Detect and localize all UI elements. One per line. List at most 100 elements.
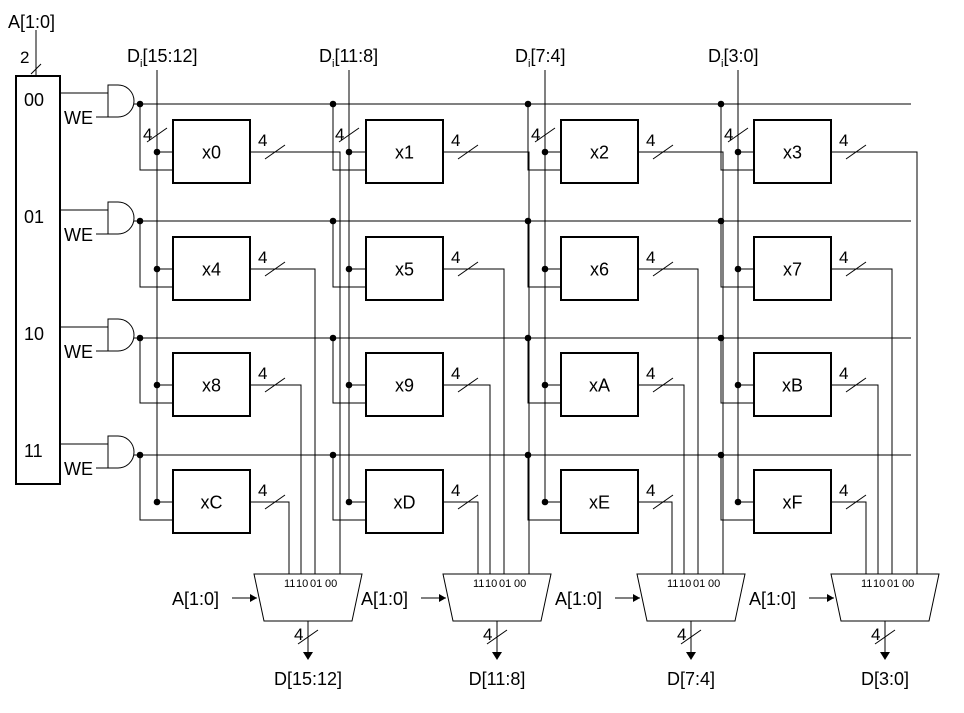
- enable-to-register: [527, 455, 561, 521]
- data-out-label: D[11:8]: [469, 669, 526, 689]
- register-output-line: [443, 268, 505, 574]
- output-width-label: 4: [451, 364, 460, 383]
- register-output-line: [638, 384, 685, 574]
- mux-input-label: 11: [284, 578, 295, 590]
- enable-to-register: [332, 455, 366, 521]
- arrow-head: [250, 594, 257, 602]
- mux-input-label: 10: [873, 578, 885, 590]
- we-label: WE: [64, 342, 93, 362]
- mux-input-label: 11: [473, 578, 484, 590]
- mux-select-label: A[1:0]: [361, 589, 408, 609]
- enable-to-register: [332, 221, 366, 288]
- decoder-output-label: 11: [24, 441, 43, 461]
- data-in-label: Di[7:4]: [515, 46, 565, 70]
- mux-input-label: 00: [902, 578, 914, 590]
- enable-to-register: [139, 104, 173, 171]
- mux-select-label: A[1:0]: [555, 589, 602, 609]
- register-output-line: [831, 501, 867, 574]
- register-label: x5: [395, 260, 414, 280]
- output-width-slash: [845, 377, 867, 393]
- register-label: x9: [395, 376, 414, 396]
- mux-output-width-slash: [297, 629, 319, 645]
- register-output-line: [250, 501, 290, 574]
- register-box: [560, 352, 639, 417]
- mux-select-label: A[1:0]: [172, 589, 219, 609]
- output-width-slash: [457, 261, 479, 277]
- register-output-line: [250, 384, 302, 574]
- output-width-slash: [652, 144, 674, 160]
- output-width-slash: [845, 494, 867, 510]
- mux-input-label: 10: [485, 578, 497, 590]
- decoder-output-label: 01: [24, 207, 44, 227]
- data-in-width-slash: [338, 127, 360, 143]
- register-box: [365, 352, 444, 417]
- data-in-width-label: 4: [531, 125, 540, 144]
- decoder-block: [15, 75, 61, 485]
- mux-input-label: 01: [887, 578, 899, 590]
- register-box: [753, 236, 832, 301]
- output-width-label: 4: [646, 481, 655, 500]
- arrow-head: [827, 594, 834, 602]
- data-in-width-slash: [727, 127, 749, 143]
- register-output-line: [638, 268, 699, 574]
- mux-input-label: 00: [708, 578, 720, 590]
- output-width-label: 4: [451, 481, 460, 500]
- mux-input-label: 10: [296, 578, 308, 590]
- register-label: xE: [589, 493, 610, 513]
- arrow-head: [492, 652, 502, 660]
- data-out-label: D[15:12]: [274, 669, 342, 689]
- output-width-slash: [845, 261, 867, 277]
- and-gate: [107, 435, 135, 469]
- multiplexer: [636, 573, 746, 622]
- and-gate: [107, 318, 135, 352]
- output-width-label: 4: [451, 131, 460, 150]
- data-in-label: Di[15:12]: [127, 46, 198, 70]
- mux-input-label: 01: [499, 578, 511, 590]
- output-width-label: 4: [646, 131, 655, 150]
- register-box: [560, 236, 639, 301]
- output-width-label: 4: [646, 364, 655, 383]
- register-label: x6: [590, 260, 609, 280]
- output-width-slash: [264, 261, 286, 277]
- arrow-head: [303, 652, 313, 660]
- output-width-label: 4: [258, 364, 267, 383]
- mux-select-label: A[1:0]: [749, 589, 796, 609]
- mux-output-width-slash: [486, 629, 508, 645]
- register-label: xD: [394, 493, 416, 513]
- register-box: [172, 469, 251, 534]
- register-label: xF: [783, 493, 803, 513]
- output-width-label: 4: [258, 481, 267, 500]
- output-width-label: 4: [839, 481, 848, 500]
- data-out-label: D[7:4]: [667, 669, 715, 689]
- register-output-line: [831, 384, 879, 574]
- register-output-line: [638, 501, 673, 574]
- register-label: xC: [201, 493, 223, 513]
- register-label: x1: [395, 143, 414, 163]
- register-box: [753, 352, 832, 417]
- we-label: WE: [64, 459, 93, 479]
- data-in-label: Di[11:8]: [319, 46, 378, 70]
- mux-input-label: 11: [861, 578, 872, 590]
- output-width-slash: [652, 261, 674, 277]
- enable-to-register: [720, 104, 754, 171]
- enable-to-register: [332, 104, 366, 171]
- register-label: x3: [783, 143, 802, 163]
- enable-to-register: [527, 104, 561, 171]
- output-width-slash: [264, 377, 286, 393]
- enable-to-register: [527, 338, 561, 404]
- output-width-slash: [264, 144, 286, 160]
- multiplexer: [253, 573, 363, 622]
- output-width-label: 4: [258, 131, 267, 150]
- mux-output-width-label: 4: [871, 625, 880, 644]
- enable-to-register: [720, 455, 754, 521]
- register-box: [172, 236, 251, 301]
- register-label: xA: [589, 376, 610, 396]
- arrow-head: [880, 652, 890, 660]
- register-label: x0: [202, 143, 221, 163]
- output-width-label: 4: [839, 131, 848, 150]
- mux-output-width-slash: [680, 629, 702, 645]
- register-output-line: [831, 151, 918, 574]
- output-width-slash: [457, 144, 479, 160]
- we-label: WE: [64, 225, 93, 245]
- mux-input-label: 01: [310, 578, 322, 590]
